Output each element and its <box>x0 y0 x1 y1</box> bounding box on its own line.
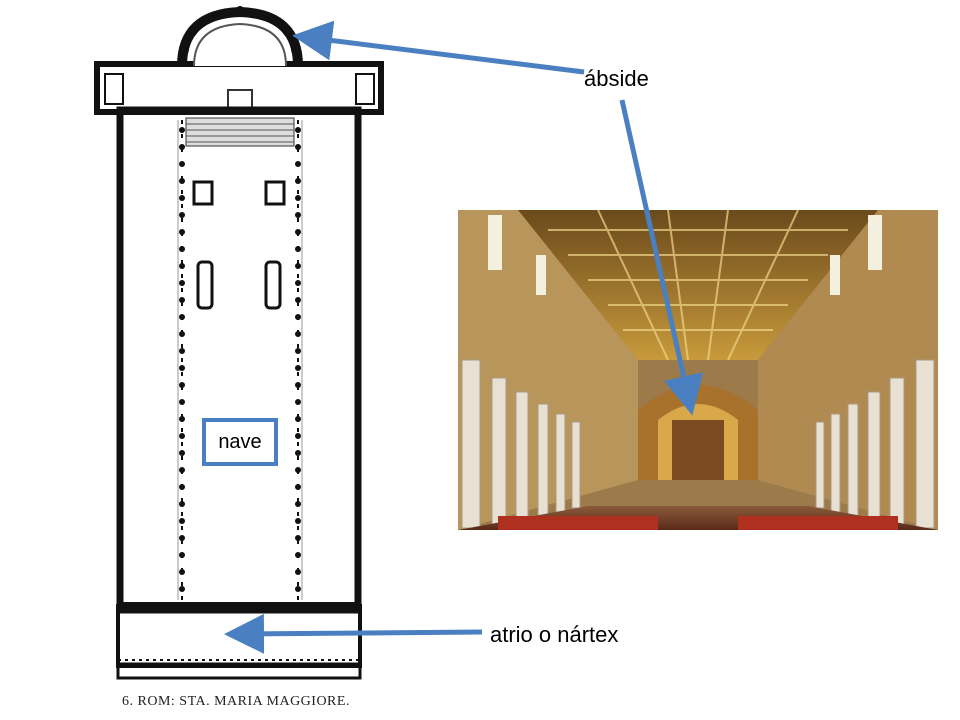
column-dot <box>295 416 301 422</box>
column-dot <box>179 365 185 371</box>
column-dot <box>295 161 301 167</box>
plan-caption: 6. ROM: STA. MARIA MAGGIORE. <box>122 694 350 709</box>
column-dot <box>295 178 301 184</box>
column-dot <box>295 314 301 320</box>
column-dot <box>179 569 185 575</box>
basilica-outer-walls <box>116 106 362 614</box>
column-dot <box>179 399 185 405</box>
column-dot <box>295 195 301 201</box>
column-dot <box>179 161 185 167</box>
column-dot <box>179 127 185 133</box>
column-dot <box>179 484 185 490</box>
column-dot <box>295 535 301 541</box>
column-dot <box>295 144 301 150</box>
column-dot <box>179 535 185 541</box>
right-colonnade <box>297 120 303 600</box>
narthex-outline <box>116 604 362 668</box>
column-dot <box>295 348 301 354</box>
column-dot <box>179 348 185 354</box>
column-dot <box>179 552 185 558</box>
column-dot <box>179 280 185 286</box>
column-dot <box>179 229 185 235</box>
column-dot <box>295 501 301 507</box>
column-dot <box>179 433 185 439</box>
column-dot <box>295 450 301 456</box>
column-dot <box>179 382 185 388</box>
column-dot <box>179 297 185 303</box>
column-dot <box>295 280 301 286</box>
nave-label-box: nave <box>202 418 278 466</box>
left-colonnade <box>177 120 183 600</box>
column-dot <box>295 382 301 388</box>
column-dot <box>179 331 185 337</box>
column-dot <box>179 416 185 422</box>
column-dot <box>295 365 301 371</box>
column-dot <box>179 212 185 218</box>
column-dot <box>179 518 185 524</box>
column-dot <box>295 586 301 592</box>
column-dot <box>295 229 301 235</box>
column-dot <box>295 127 301 133</box>
basilica-interior-photo <box>458 210 938 530</box>
column-dot <box>295 569 301 575</box>
column-dot <box>295 212 301 218</box>
column-dot <box>295 246 301 252</box>
column-dot <box>295 331 301 337</box>
column-dot <box>295 433 301 439</box>
column-dot <box>179 467 185 473</box>
abside-label: ábside <box>584 66 649 91</box>
column-dot <box>179 501 185 507</box>
column-dot <box>295 518 301 524</box>
column-dot <box>295 484 301 490</box>
column-dot <box>179 314 185 320</box>
column-dot <box>179 246 185 252</box>
column-dot <box>179 195 185 201</box>
column-dot <box>295 263 301 269</box>
column-dot <box>295 552 301 558</box>
column-dot <box>179 450 185 456</box>
column-dot <box>295 399 301 405</box>
transept-block <box>94 61 384 115</box>
column-dot <box>179 263 185 269</box>
atrio-label: atrio o nártex <box>490 622 619 647</box>
column-dot <box>179 144 185 150</box>
column-dot <box>295 297 301 303</box>
column-dot <box>179 586 185 592</box>
column-dot <box>295 467 301 473</box>
column-dot <box>179 178 185 184</box>
